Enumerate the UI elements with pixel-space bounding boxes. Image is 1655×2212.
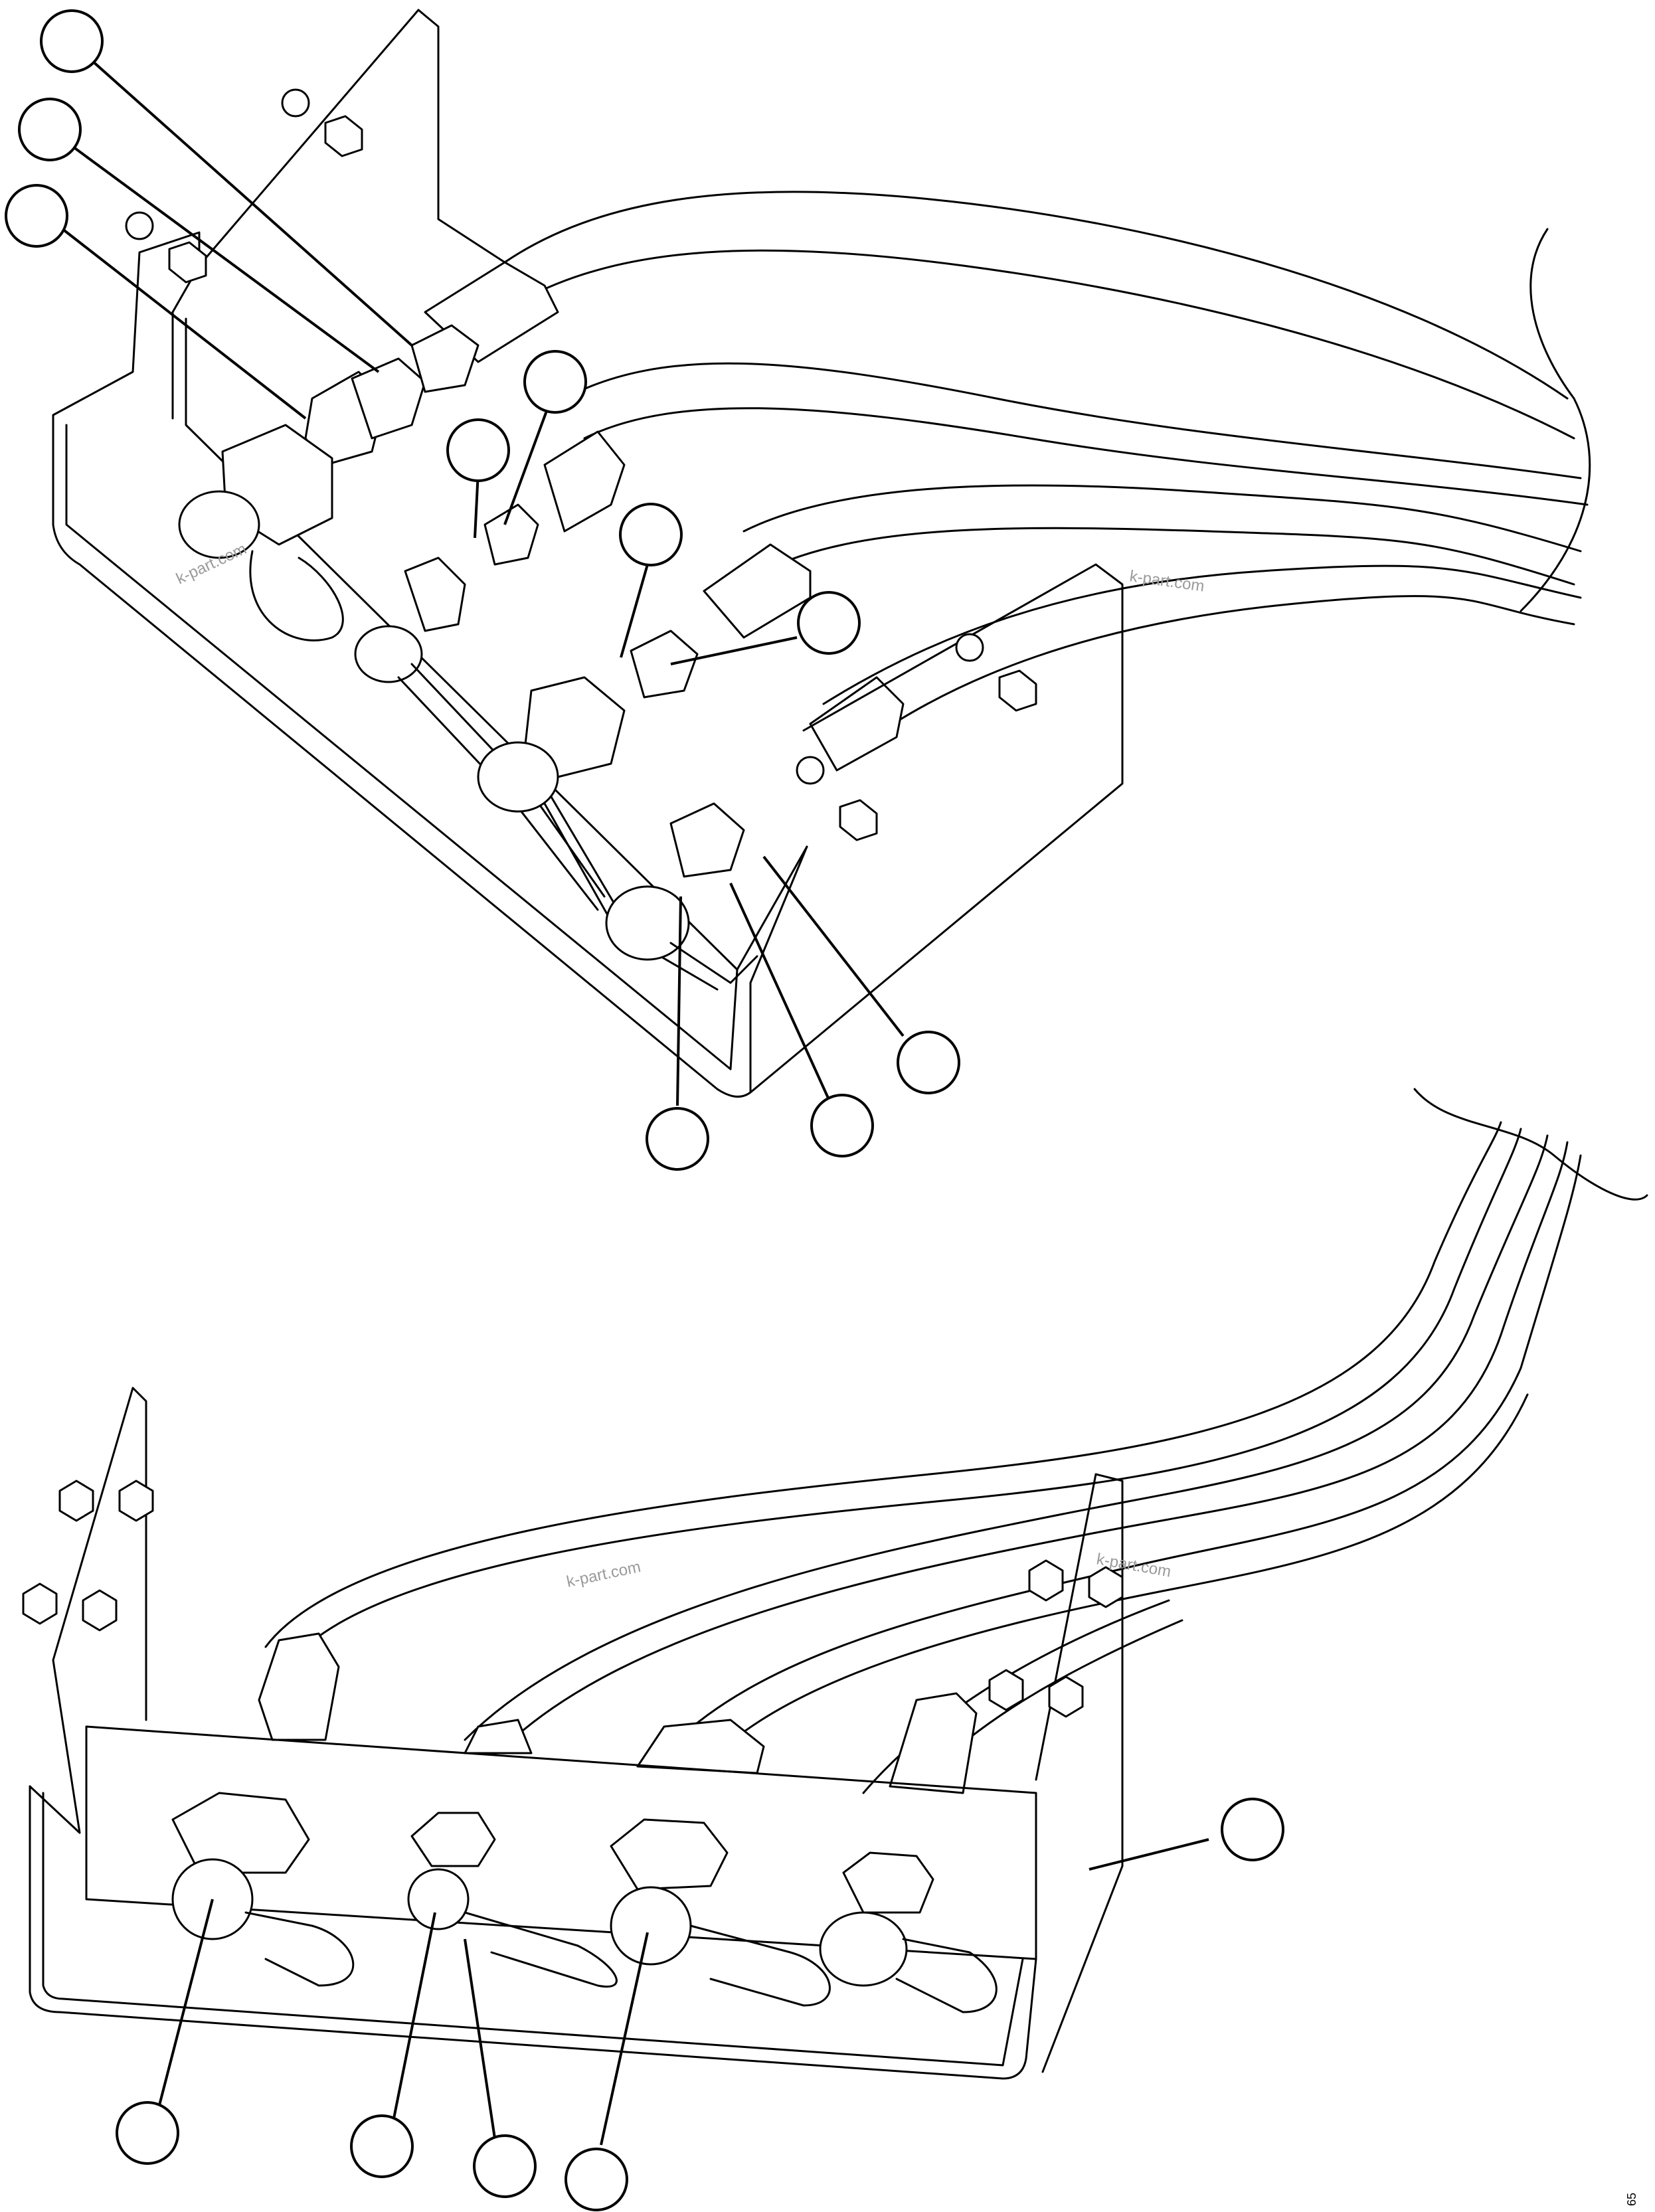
top-callouts: [5, 9, 960, 1171]
top-dust-caps: [178, 424, 758, 991]
callout-circle: [446, 418, 510, 482]
callout-circle: [523, 350, 587, 414]
callout-circle: [5, 184, 68, 248]
callout-circle: [797, 591, 861, 655]
callout-circle: [116, 2101, 179, 2165]
top-bracket-back: [198, 9, 506, 267]
callout-circle: [897, 1031, 960, 1094]
bottom-hose-ferrules: [258, 1632, 978, 1794]
bottom-assembly: [22, 1088, 1648, 2211]
callout-circle: [810, 1094, 874, 1157]
callout-circle: [646, 1107, 709, 1171]
top-bracket-tray: [52, 231, 808, 1098]
bottom-dust-caps: [171, 1792, 998, 2013]
bottom-bracket-bolts: [22, 1480, 1124, 1718]
bottom-hoses: [264, 1088, 1648, 1794]
top-bracket-bolts: [125, 88, 1037, 841]
drawing-code: 65: [1625, 2193, 1638, 2206]
bottom-callouts: [116, 1798, 1284, 2211]
watermark: k-part.com: [565, 1558, 642, 1591]
top-leaders: [48, 48, 905, 1106]
top-assembly: [5, 9, 1591, 1171]
top-hoses: [503, 191, 1591, 745]
bottom-leaders: [158, 1838, 1209, 2146]
callout-circle: [1221, 1798, 1284, 1861]
callout-circle: [40, 9, 104, 73]
watermark: k-part.com: [1128, 567, 1205, 596]
callout-circle: [18, 98, 82, 161]
callout-circle: [473, 2134, 537, 2198]
callout-circle: [565, 2148, 628, 2211]
top-bracket-side: [749, 563, 1124, 1094]
bottom-bracket-left-plate: [29, 1387, 147, 1834]
callout-circle: [619, 503, 683, 566]
callout-circle: [350, 2114, 414, 2178]
bottom-bracket-right-plate: [1035, 1473, 1124, 2073]
